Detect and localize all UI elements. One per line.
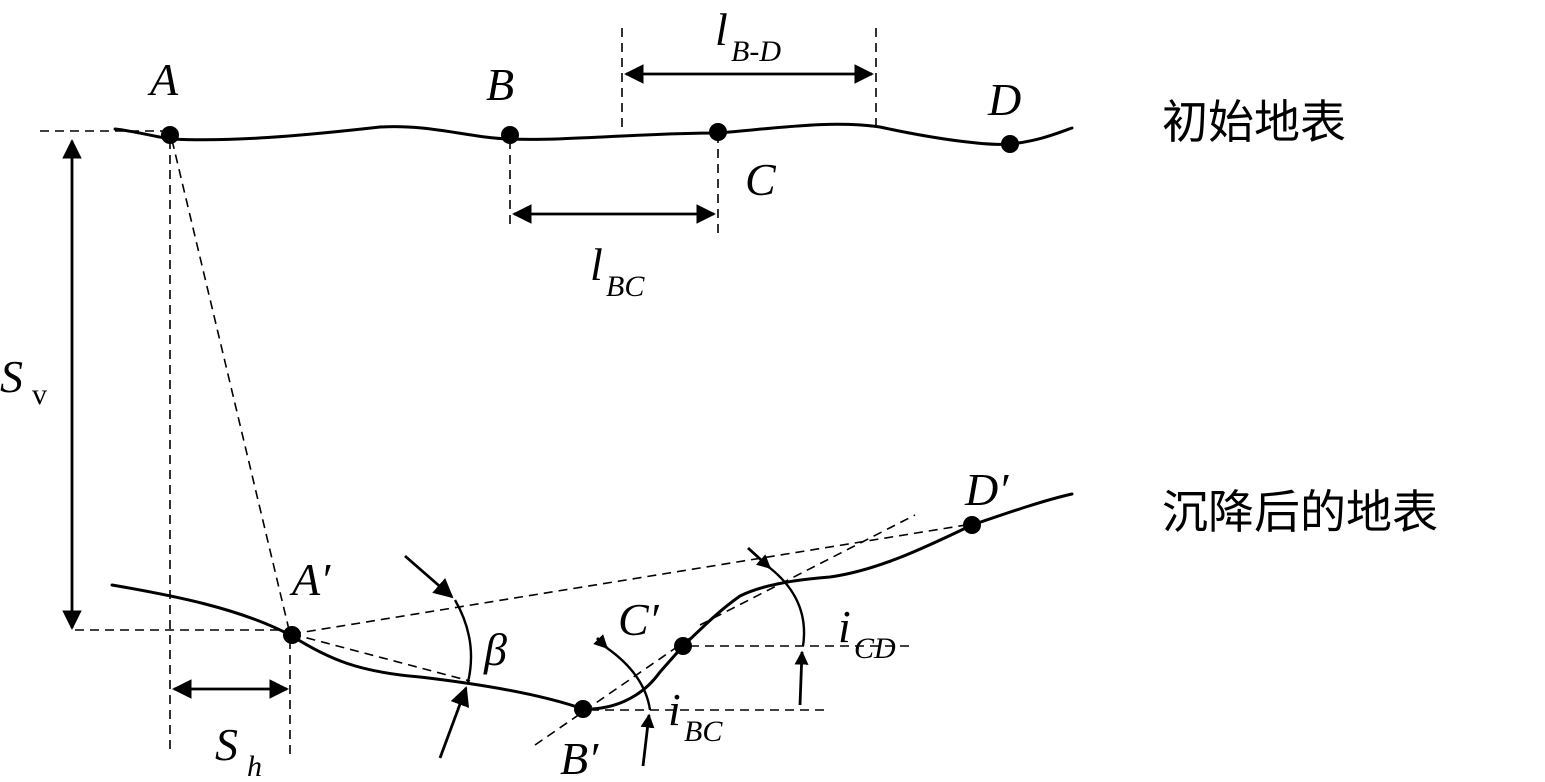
label-lbd-sub: B-D [731, 35, 781, 68]
label-c: C [745, 154, 777, 205]
beta-angle-arc [453, 599, 473, 683]
icd-arrow-top [747, 546, 772, 570]
icd-angle-arc [769, 567, 806, 647]
label-d: D [987, 74, 1021, 125]
label-a-prime: A′ [289, 554, 331, 605]
a-prime-to-d-prime-dash [291, 523, 973, 635]
label-a: A [147, 54, 179, 105]
label-b: B [486, 59, 514, 110]
point-b-marker [501, 126, 519, 144]
ibc-arrow-top [593, 634, 608, 649]
label-icd-sub: CD [854, 632, 896, 665]
label-sh-sub: h [247, 750, 262, 782]
point-d-marker [1001, 135, 1019, 153]
label-b-prime: B′ [560, 733, 599, 782]
label-beta: β [483, 624, 507, 675]
point-a-marker [161, 126, 179, 144]
c-prime-d-prime-chord-dash [699, 514, 916, 626]
label-lbc: l [590, 239, 603, 290]
beta-arrow-top [404, 554, 454, 599]
subsided-surface-caption: 沉降后的地表 [1162, 485, 1438, 539]
initial-surface-caption: 初始地表 [1162, 95, 1346, 149]
label-d-prime: D′ [964, 464, 1009, 515]
point-d-prime-marker [963, 516, 981, 534]
label-ibc-sub: BC [684, 715, 723, 748]
label-icd: i [838, 601, 851, 652]
ibc-arrow-bottom [640, 713, 655, 767]
beta-arrow-bottom [438, 686, 470, 759]
point-c-prime-marker [674, 637, 692, 655]
label-sv-sub: v [32, 378, 47, 411]
b-prime-c-prime-chord-dash [534, 637, 691, 746]
a-prime-to-b-prime-dash [291, 633, 471, 682]
a-to-a-prime-dash [171, 139, 291, 635]
label-lbc-sub: BC [606, 270, 645, 303]
label-ibc: i [668, 684, 681, 735]
point-c-marker [709, 123, 727, 141]
icd-arrow-bottom [794, 650, 809, 706]
label-lbd: l [715, 4, 728, 55]
point-b-prime-marker [574, 700, 592, 718]
subsided-surface-line [110, 492, 1074, 711]
initial-surface-line [113, 122, 1074, 146]
label-sh: S [215, 719, 238, 770]
label-c-prime: C′ [618, 594, 660, 645]
ibc-angle-arc [606, 647, 652, 711]
point-a-prime-marker [283, 626, 301, 644]
label-sv: S [0, 351, 23, 402]
